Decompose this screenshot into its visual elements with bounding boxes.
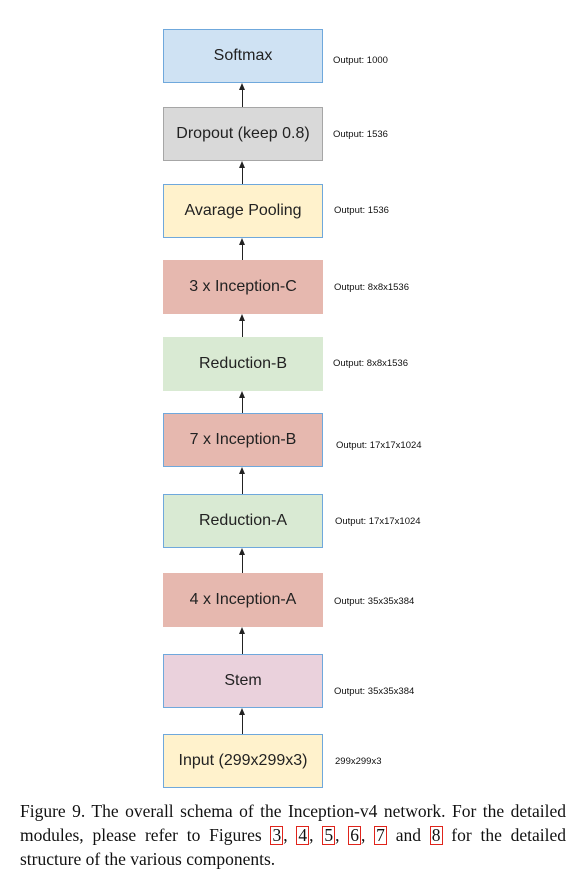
layer-output-label: Output: 17x17x1024 bbox=[336, 440, 422, 451]
figure-ref-link[interactable]: 6 bbox=[348, 825, 361, 845]
layer-label: Dropout (keep 0.8) bbox=[176, 125, 310, 142]
caption-separator: , bbox=[360, 825, 375, 845]
caption-separator: , bbox=[283, 825, 297, 845]
layer-reduction-a: Reduction-A bbox=[163, 494, 323, 548]
layer-output-label: Output: 1536 bbox=[333, 129, 388, 140]
layer-average-pooling: Avarage Pooling bbox=[163, 184, 323, 238]
figure-ref-link[interactable]: 4 bbox=[296, 825, 310, 845]
layer-dropout: Dropout (keep 0.8) bbox=[163, 107, 323, 161]
layer-inception-c: 3 x Inception-C bbox=[163, 260, 323, 314]
layer-input: Input (299x299x3) bbox=[163, 734, 323, 788]
layer-label: Reduction-A bbox=[198, 512, 288, 529]
layer-softmax: Softmax bbox=[163, 29, 323, 83]
figure-ref-link[interactable]: 5 bbox=[322, 825, 336, 845]
layer-reduction-b: Reduction-B bbox=[163, 337, 323, 391]
layer-output-label: Output: 35x35x384 bbox=[334, 686, 415, 697]
caption-text: Figure 9. The overall schema of the Ince… bbox=[20, 801, 566, 845]
layer-label: 7 x Inception-B bbox=[189, 431, 297, 448]
figure-caption: Figure 9. The overall schema of the Ince… bbox=[20, 799, 566, 871]
layer-label: Stem bbox=[224, 672, 262, 689]
layer-output-label: Output: 35x35x384 bbox=[334, 596, 415, 607]
layer-label: Avarage Pooling bbox=[184, 202, 302, 219]
figure-ref-link[interactable]: 7 bbox=[374, 825, 387, 845]
layer-output-label: Output: 8x8x1536 bbox=[334, 282, 409, 293]
figure-ref-link[interactable]: 8 bbox=[429, 825, 443, 845]
layer-label: 3 x Inception-C bbox=[189, 278, 297, 295]
layer-inception-a: 4 x Inception-A bbox=[163, 573, 323, 627]
caption-separator: , bbox=[309, 825, 323, 845]
layer-output-label: 299x299x3 bbox=[335, 756, 382, 767]
layer-output-label: Output: 1536 bbox=[334, 205, 389, 216]
layer-stem: Stem bbox=[163, 654, 323, 708]
layer-inception-b: 7 x Inception-B bbox=[163, 413, 323, 467]
caption-text: for the detailed structure of the variou… bbox=[20, 825, 567, 869]
layer-label: Softmax bbox=[213, 47, 273, 64]
network-diagram: Softmax Output: 1000 Dropout (keep 0.8) … bbox=[163, 29, 422, 788]
layer-output-label: Output: 17x17x1024 bbox=[335, 516, 421, 527]
figure-ref-link[interactable]: 3 bbox=[270, 825, 284, 845]
layer-label: 4 x Inception-A bbox=[189, 591, 297, 608]
layer-output-label: Output: 8x8x1536 bbox=[333, 358, 408, 369]
caption-separator: , bbox=[335, 825, 349, 845]
layer-label: Reduction-B bbox=[198, 355, 288, 372]
layer-output-label: Output: 1000 bbox=[333, 55, 388, 66]
caption-separator: and bbox=[386, 825, 430, 845]
layer-label: Input (299x299x3) bbox=[178, 752, 308, 769]
